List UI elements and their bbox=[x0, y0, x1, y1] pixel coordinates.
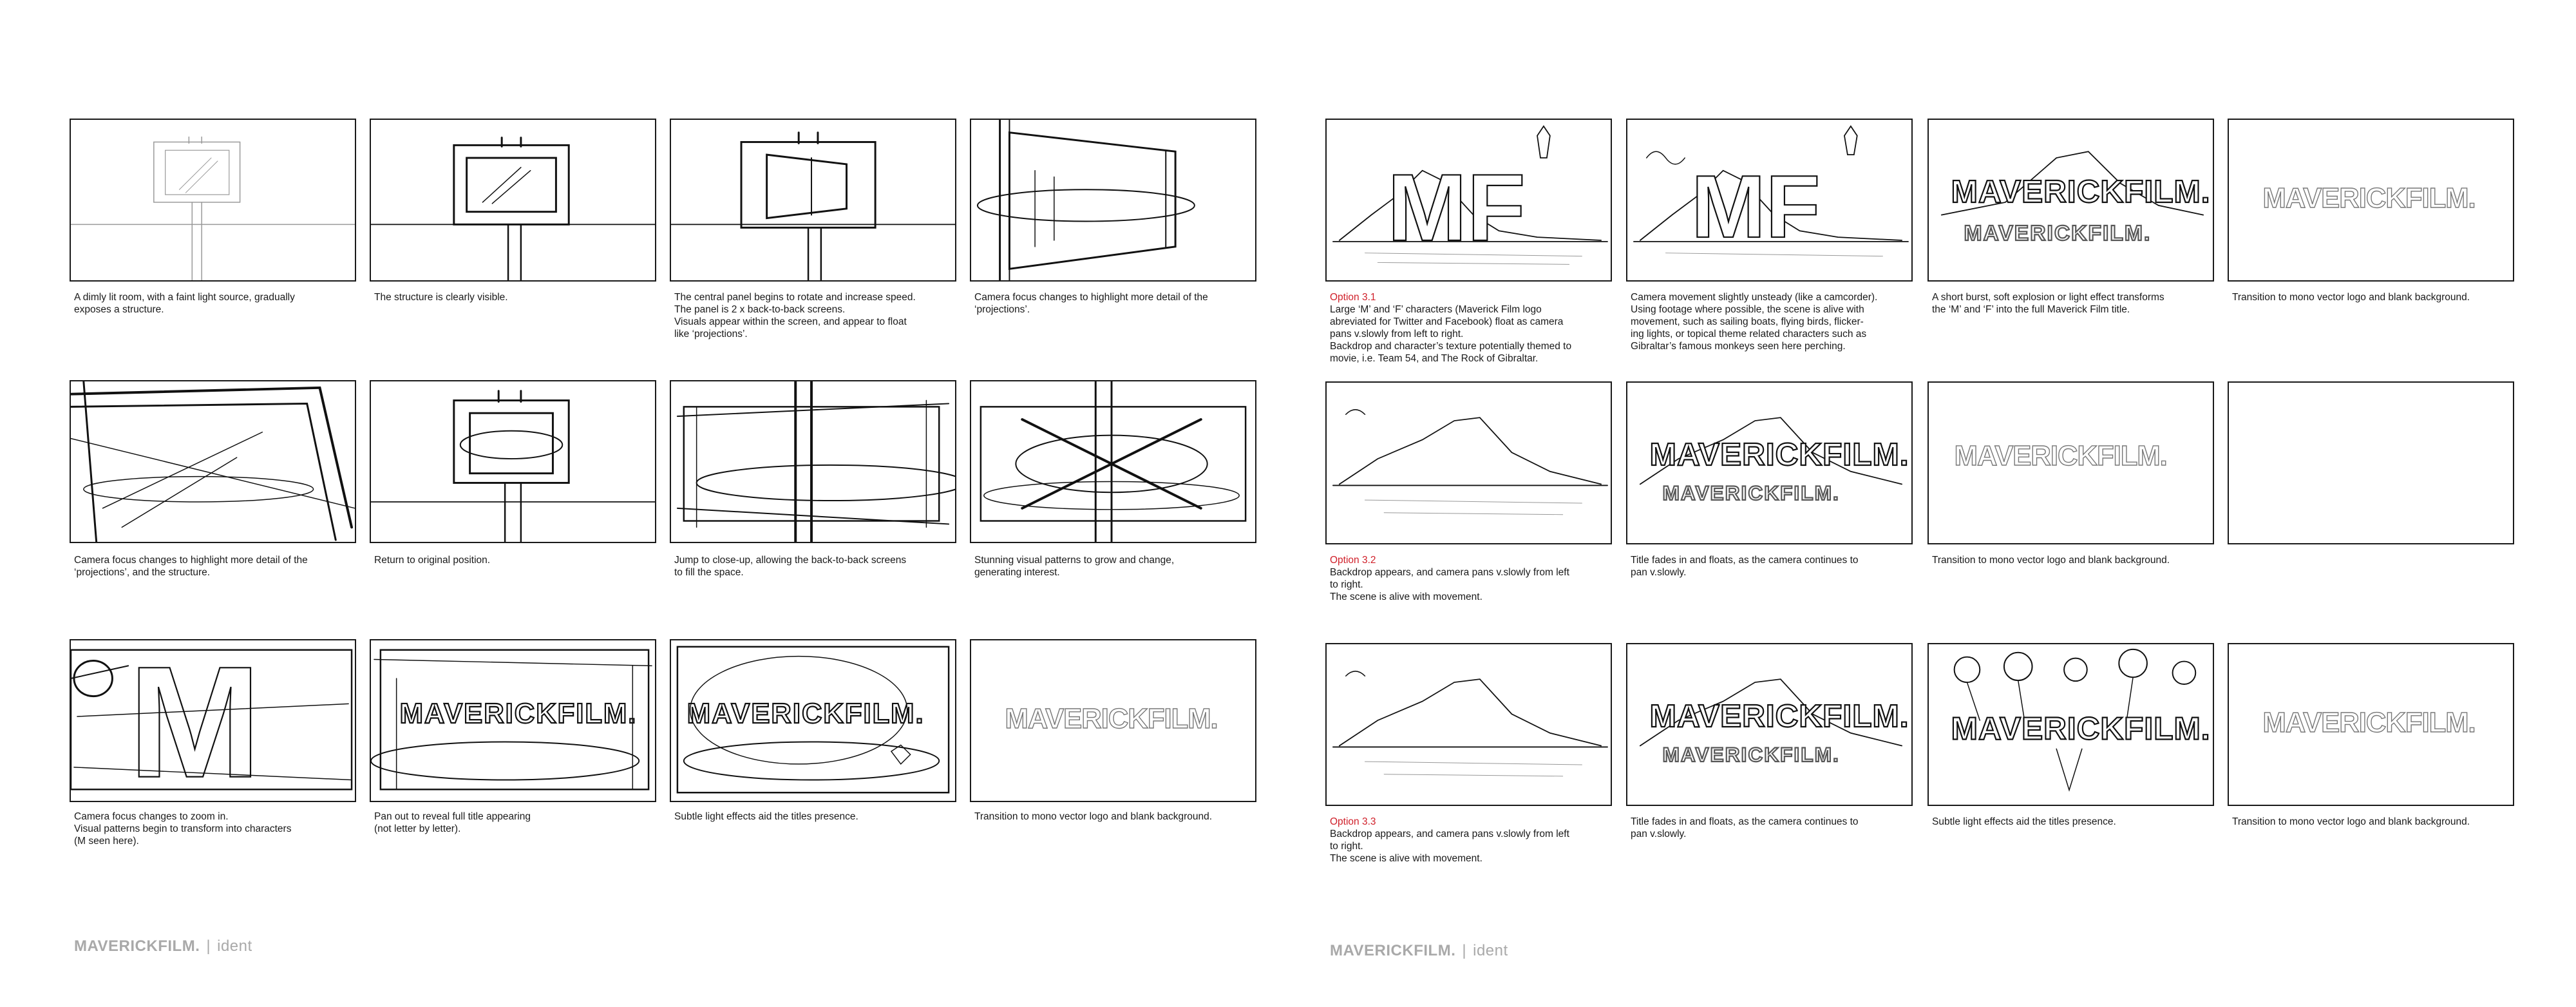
sketch-m-character: M bbox=[128, 640, 261, 801]
storyboard-frame-4 bbox=[970, 119, 1256, 282]
caption-6: Return to original position. bbox=[374, 554, 664, 566]
sketch-mf-characters: MF bbox=[1387, 155, 1526, 260]
option-3-1-caption-3: A short burst, soft explosion or light e… bbox=[1932, 291, 2222, 316]
option-3-1-frame-4: MAVERICKFILM. bbox=[2228, 119, 2514, 282]
option-3-3-frame-1 bbox=[1325, 643, 1612, 806]
option-3-2-frame-3: MAVERICKFILM. bbox=[1927, 381, 2214, 544]
storyboard-frame-3 bbox=[670, 119, 956, 282]
option-3-2-mono-logo: MAVERICKFILM. bbox=[1955, 441, 2167, 472]
caption-8: Stunning visual patterns to grow and cha… bbox=[974, 554, 1264, 579]
caption-12: Transition to mono vector logo and blank… bbox=[974, 810, 1264, 823]
storyboard-frame-11: MAVERICKFILM. bbox=[670, 639, 956, 802]
sketch-full-title-reflection: MAVERICKFILM. bbox=[1964, 222, 2152, 245]
storyboard-page-left: A dimly lit room, with a faint light sou… bbox=[0, 0, 1288, 1007]
sketch-full-title: MAVERICKFILM. bbox=[1951, 174, 2211, 209]
option-3-3-frame-4: MAVERICKFILM. bbox=[2228, 643, 2514, 806]
footer-left: MAVERICKFILM. | ident bbox=[74, 937, 252, 955]
footer-subtitle: ident bbox=[1473, 942, 1508, 959]
sketch-title: MAVERICKFILM. bbox=[400, 698, 638, 729]
footer-separator: | bbox=[1462, 942, 1466, 959]
option-3-3-caption-2: Title fades in and floats, as the camera… bbox=[1631, 816, 1920, 840]
option-3-1-caption-4: Transition to mono vector logo and blank… bbox=[2232, 291, 2522, 303]
storyboard-frame-9: M bbox=[70, 639, 356, 802]
footer-brand: MAVERICKFILM. bbox=[1330, 942, 1455, 959]
option-3-3-caption-4: Transition to mono vector logo and blank… bbox=[2232, 816, 2522, 828]
option-3-1-caption-1: Option 3.1Large ‘M’ and ‘F’ characters (… bbox=[1330, 291, 1620, 365]
option-3-2-label: Option 3.2 bbox=[1330, 554, 1620, 566]
footer-separator: | bbox=[206, 937, 211, 955]
option-3-3-caption-1: Option 3.3Backdrop appears, and camera p… bbox=[1330, 816, 1620, 865]
storyboard-frame-12: MAVERICKFILM. bbox=[970, 639, 1256, 802]
option-3-2-frame-4 bbox=[2228, 381, 2514, 544]
storyboard-frame-8 bbox=[970, 380, 1256, 543]
option-3-2-caption-1: Option 3.2Backdrop appears, and camera p… bbox=[1330, 554, 1620, 603]
option-3-2-sketch-title: MAVERICKFILM. bbox=[1650, 437, 1909, 472]
storyboard-frame-7 bbox=[670, 380, 956, 543]
caption-9: Camera focus changes to zoom in. Visual … bbox=[74, 810, 364, 847]
mono-vector-logo: MAVERICKFILM. bbox=[1005, 704, 1218, 734]
option-3-3-frame-2: MAVERICKFILM. MAVERICKFILM. bbox=[1626, 643, 1913, 806]
caption-7: Jump to close-up, allowing the back-to-b… bbox=[674, 554, 964, 579]
option-3-1-caption-2: Camera movement slightly unsteady (like … bbox=[1631, 291, 1920, 352]
sketch-mf-characters-unsteady: MF bbox=[1691, 158, 1820, 256]
caption-11: Subtle light effects aid the titles pres… bbox=[674, 810, 964, 823]
option-3-3-caption-3: Subtle light effects aid the titles pres… bbox=[1932, 816, 2222, 828]
option-3-2-caption-2: Title fades in and floats, as the camera… bbox=[1631, 554, 1920, 579]
option-3-2-caption-3: Transition to mono vector logo and blank… bbox=[1932, 554, 2222, 566]
caption-1: A dimly lit room, with a faint light sou… bbox=[74, 291, 364, 316]
storyboard-frame-1 bbox=[70, 119, 356, 282]
option-3-1-frame-2: MF bbox=[1626, 119, 1913, 282]
option-3-3-mono-logo: MAVERICKFILM. bbox=[2263, 707, 2476, 738]
option-3-1-label: Option 3.1 bbox=[1330, 291, 1620, 303]
option-3-3-sketch-reflection: MAVERICKFILM. bbox=[1663, 743, 1840, 766]
footer-brand: MAVERICKFILM. bbox=[74, 937, 200, 955]
storyboard-frame-5 bbox=[70, 380, 356, 543]
footer-subtitle: ident bbox=[217, 937, 252, 955]
sketch-title-lit: MAVERICKFILM. bbox=[687, 698, 925, 729]
option-3-2-frame-1 bbox=[1325, 381, 1612, 544]
option-3-3-label: Option 3.3 bbox=[1330, 816, 1620, 828]
option-3-1-mono-logo: MAVERICKFILM. bbox=[2263, 183, 2476, 214]
storyboard-frame-10: MAVERICKFILM. bbox=[370, 639, 656, 802]
footer-right: MAVERICKFILM. | ident bbox=[1330, 942, 1508, 960]
option-3-3-sketch-title: MAVERICKFILM. bbox=[1650, 698, 1909, 734]
storyboard-frame-6 bbox=[370, 380, 656, 543]
caption-4: Camera focus changes to highlight more d… bbox=[974, 291, 1264, 316]
caption-5: Camera focus changes to highlight more d… bbox=[74, 554, 364, 579]
caption-2: The structure is clearly visible. bbox=[374, 291, 664, 303]
option-3-1-frame-3: MAVERICKFILM. MAVERICKFILM. bbox=[1927, 119, 2214, 282]
option-3-3-frame-3: MAVERICKFILM. bbox=[1927, 643, 2214, 806]
option-3-3-lit-title: MAVERICKFILM. bbox=[1951, 711, 2211, 747]
caption-10: Pan out to reveal full title appearing (… bbox=[374, 810, 664, 835]
option-3-2-frame-2: MAVERICKFILM. MAVERICKFILM. bbox=[1626, 381, 1913, 544]
storyboard-page-right: MF Option 3.1Large ‘M’ and ‘F’ character… bbox=[1288, 0, 2576, 1007]
caption-3: The central panel begins to rotate and i… bbox=[674, 291, 964, 340]
option-3-2-sketch-reflection: MAVERICKFILM. bbox=[1663, 481, 1840, 504]
storyboard-frame-2 bbox=[370, 119, 656, 282]
option-3-1-frame-1: MF bbox=[1325, 119, 1612, 282]
